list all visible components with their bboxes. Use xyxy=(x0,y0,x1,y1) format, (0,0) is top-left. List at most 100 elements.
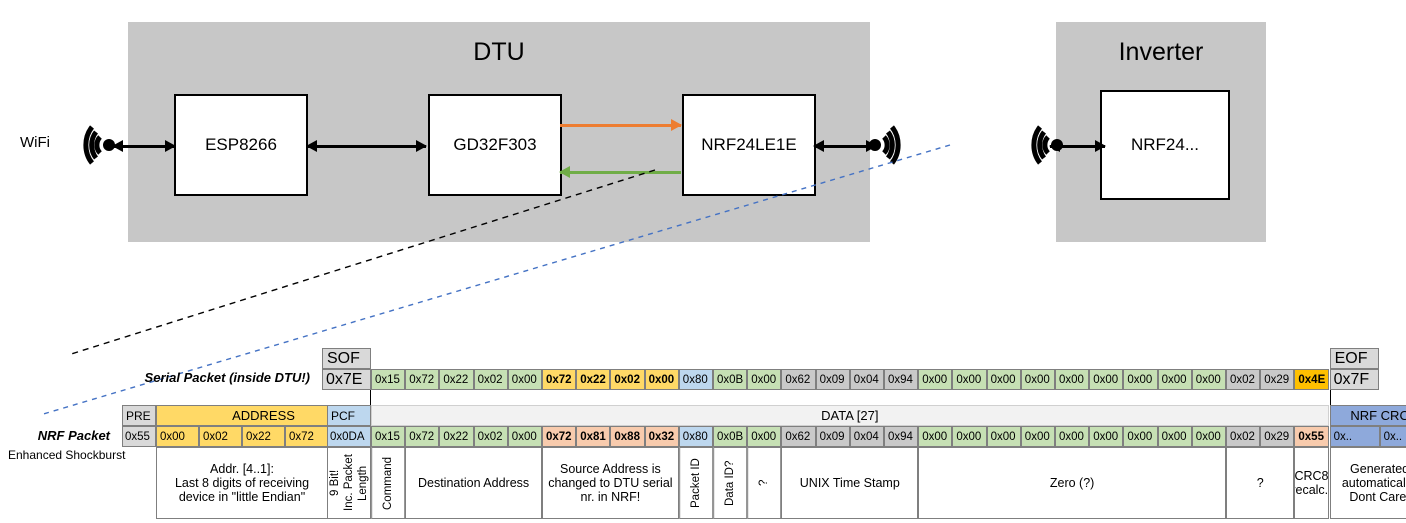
nrf-description-cell: Generated automatically. Dont Care! xyxy=(1329,447,1406,519)
serial-byte-cell: 0x72 xyxy=(405,369,440,390)
arrowhead-left xyxy=(1049,140,1060,152)
serial-byte-cell: 0x00 xyxy=(644,369,679,390)
nrf-address-cell: 0x02 xyxy=(199,426,242,447)
nrf-crc-cell: 0x.. xyxy=(1329,426,1380,447)
serial-byte-cell: 0x00 xyxy=(1157,369,1192,390)
serial-byte-cell: 0x00 xyxy=(1055,369,1090,390)
block-diagram: DTU ESP8266 GD32F303 NRF24LE1E Inverter … xyxy=(20,22,1266,242)
chip-gd32f303-label: GD32F303 xyxy=(453,135,537,154)
serial-eof-value: 0x7F xyxy=(1329,369,1379,390)
nrf-group-crc: NRF CRC xyxy=(1329,405,1406,426)
arrowhead-left xyxy=(306,140,317,152)
nrf-description-cell: Zero (?) xyxy=(918,447,1226,519)
nrf-packet-sub-label: Enhanced Shockburst xyxy=(8,448,126,462)
nrf-data-cell: 0x81 xyxy=(576,426,611,447)
nrf-description-cell: ? xyxy=(1226,447,1295,519)
arrowhead-right xyxy=(1095,140,1106,152)
nrf-group-pcf: PCF xyxy=(327,405,371,426)
nrf-description-cell: ? xyxy=(747,447,782,519)
chip-esp8266-label: ESP8266 xyxy=(205,135,277,154)
nrf-description-cell: UNIX Time Stamp xyxy=(781,447,919,519)
nrf-data-cell: 0x00 xyxy=(1055,426,1090,447)
nrf-data-cell: 0x00 xyxy=(986,426,1021,447)
arrow-shaft xyxy=(307,145,426,148)
serial-byte-cell: 0x02 xyxy=(1226,369,1261,390)
serial-byte-cell: 0x22 xyxy=(576,369,611,390)
nrf-data-cell: 0x00 xyxy=(1191,426,1226,447)
nrf-group-pre: PRE xyxy=(122,405,156,426)
serial-byte-cell: 0x02 xyxy=(610,369,645,390)
arrow-shaft xyxy=(1050,145,1105,148)
serial-byte-cell: 0x00 xyxy=(952,369,987,390)
serial-byte-cell: 0x62 xyxy=(781,369,816,390)
serial-byte-cell: 0x00 xyxy=(1191,369,1226,390)
arrowhead-right xyxy=(866,140,877,152)
serial-byte-cell: 0x09 xyxy=(815,369,850,390)
nrf-data-cell: 0x00 xyxy=(1089,426,1124,447)
arrow-shaft xyxy=(560,171,681,174)
serial-byte-cell: 0x00 xyxy=(1123,369,1158,390)
serial-sof-header: SOF xyxy=(322,348,371,369)
serial-byte-cell: 0x00 xyxy=(1089,369,1124,390)
serial-byte-cell: 0x72 xyxy=(542,369,577,390)
chip-nrf24le1e-label: NRF24LE1E xyxy=(701,135,797,154)
nrf-data-cell: 0x72 xyxy=(405,426,440,447)
nrf-description-cell: 9 Bit!Inc. Packet Length xyxy=(327,447,371,519)
nrf-address-cell: 0x22 xyxy=(242,426,285,447)
serial-byte-cell: 0x00 xyxy=(1020,369,1055,390)
dtu-title: DTU xyxy=(473,38,525,66)
nrf-data-cell: 0x00 xyxy=(952,426,987,447)
serial-byte-cell: 0x04 xyxy=(849,369,884,390)
nrf-address-cell: 0x72 xyxy=(285,426,328,447)
nrf-data-cell: 0x04 xyxy=(849,426,884,447)
nrf-data-cell: 0x15 xyxy=(371,426,406,447)
nrf-description-cell: Packet ID xyxy=(678,447,713,519)
nrf-pre-value: 0x55 xyxy=(122,426,156,447)
serial-byte-cell: 0x00 xyxy=(986,369,1021,390)
nrf-data-cell: 0x94 xyxy=(884,426,919,447)
nrf-data-cell: 0x00 xyxy=(1157,426,1192,447)
nrf-group-data: DATA [27] xyxy=(371,405,1329,426)
nrf-description-cell: Addr. [4..1]:Last 8 digits of receiving … xyxy=(156,447,328,519)
serial-byte-cell: 0x15 xyxy=(371,369,406,390)
serial-byte-cell: 0x0B xyxy=(713,369,748,390)
arrowhead-left xyxy=(112,140,123,152)
nrf-data-cell: 0x00 xyxy=(747,426,782,447)
chip-nrf24le1e: NRF24LE1E xyxy=(682,94,816,196)
nrf-description-cell: Source Address is changed to DTU serial … xyxy=(542,447,679,519)
nrf-data-cell: 0x72 xyxy=(542,426,577,447)
nrf-data-cell: 0x80 xyxy=(678,426,713,447)
wifi-label: WiFi xyxy=(20,134,50,151)
nrf-data-cell: 0x00 xyxy=(1123,426,1158,447)
nrf-packet-row-label: NRF Packet xyxy=(37,428,110,443)
nrf-address-cell: 0x00 xyxy=(156,426,199,447)
chip-esp8266: ESP8266 xyxy=(174,94,308,196)
serial-byte-cell: 0x00 xyxy=(507,369,542,390)
nrf-data-cell: 0x02 xyxy=(473,426,508,447)
serial-byte-cell: 0x4E xyxy=(1294,369,1329,390)
arrow-shaft xyxy=(560,124,681,127)
nrf-description-cell: Command xyxy=(371,447,406,519)
serial-packet-row-label: Serial Packet (inside DTU!) xyxy=(144,370,310,385)
serial-byte-cell: 0x00 xyxy=(918,369,953,390)
arrowhead-left xyxy=(813,140,824,152)
serial-byte-cell: 0x29 xyxy=(1260,369,1295,390)
nrf-data-cell: 0x55 xyxy=(1294,426,1329,447)
serial-sof-value: 0x7E xyxy=(322,369,371,390)
nrf-description-cell: Destination Address xyxy=(405,447,542,519)
nrf-data-cell: 0x09 xyxy=(815,426,850,447)
arrowhead-right xyxy=(165,140,176,152)
nrf-description-cell: CRC8 recalc.! xyxy=(1294,447,1329,519)
chip-gd32f303: GD32F303 xyxy=(428,94,562,196)
serial-byte-cell: 0x02 xyxy=(473,369,508,390)
nrf-data-cell: 0x02 xyxy=(1226,426,1261,447)
nrf-description-cell: Data ID? xyxy=(713,447,748,519)
serial-byte-cell: 0x22 xyxy=(439,369,474,390)
arrowhead-left xyxy=(559,166,570,178)
nrf-data-cell: 0x29 xyxy=(1260,426,1295,447)
serial-byte-cell: 0x00 xyxy=(747,369,782,390)
chip-nrf24-label: NRF24... xyxy=(1130,135,1200,154)
inverter-title: Inverter xyxy=(1118,38,1204,66)
nrf-data-cell: 0x00 xyxy=(1020,426,1055,447)
chip-nrf24: NRF24... xyxy=(1100,90,1230,200)
